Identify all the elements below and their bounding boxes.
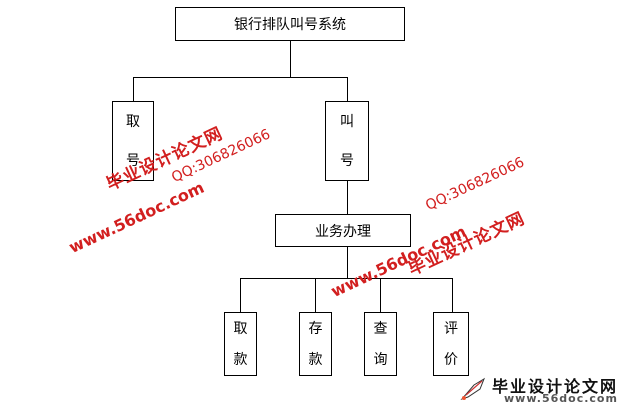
watermark-qq-right: QQ:306826066 — [423, 154, 527, 214]
watermark-qq-left: QQ:306826066 — [169, 126, 273, 186]
node-business-label: 业务办理 — [315, 223, 371, 240]
node-ping-jia-char-2: 价 — [444, 351, 458, 368]
node-cha-xun-char-2: 询 — [373, 351, 388, 368]
node-cha-xun-char-1: 查 — [373, 320, 388, 337]
footer-logo: 毕业设计论文网 www.56doc.com — [458, 373, 621, 405]
connector-jiaohao-down — [347, 181, 348, 214]
connector-to-cunkuan — [315, 278, 316, 312]
node-qu-kuan: 取 款 — [224, 312, 257, 376]
root-label: 银行排队叫号系统 — [234, 17, 346, 33]
node-jiao-hao-char-2: 号 — [340, 152, 354, 169]
node-ping-jia-char-1: 评 — [444, 320, 458, 337]
node-jiao-hao-char-1: 叫 — [340, 113, 354, 130]
node-qu-hao-char-2: 号 — [126, 152, 140, 169]
footer-logo-url: www.56doc.com — [504, 392, 618, 405]
node-qu-hao: 取 号 — [112, 101, 154, 181]
connector-to-jiaohao — [347, 77, 348, 101]
connector-root-down — [290, 41, 291, 77]
connector-level1-bar — [133, 77, 347, 78]
node-qu-kuan-char-2: 款 — [233, 351, 248, 368]
node-ping-jia: 评 价 — [433, 312, 469, 376]
node-cha-xun: 查 询 — [364, 312, 397, 376]
connector-business-down — [347, 247, 348, 278]
root-node: 银行排队叫号系统 — [175, 7, 405, 41]
connector-to-qukuan — [240, 278, 241, 312]
node-qu-kuan-char-1: 取 — [233, 320, 248, 337]
node-cun-kuan-char-2: 款 — [308, 351, 323, 368]
node-business: 业务办理 — [275, 214, 411, 247]
footer-logo-cn: 毕业设计论文网 — [492, 377, 619, 396]
node-qu-hao-char-1: 取 — [126, 113, 140, 130]
feather-pen-icon — [460, 377, 486, 401]
watermark-cn-right: 毕业设计论文网 — [405, 208, 529, 280]
connector-level3-bar — [240, 278, 452, 279]
node-jiao-hao: 叫 号 — [325, 101, 369, 181]
node-cun-kuan-char-1: 存 — [308, 320, 323, 337]
watermark-url-left: www.56doc.com — [65, 177, 208, 257]
connector-to-chaxun — [380, 278, 381, 312]
connector-to-pingjia — [452, 278, 453, 312]
node-cun-kuan: 存 款 — [299, 312, 332, 376]
connector-to-quhao — [133, 77, 134, 101]
